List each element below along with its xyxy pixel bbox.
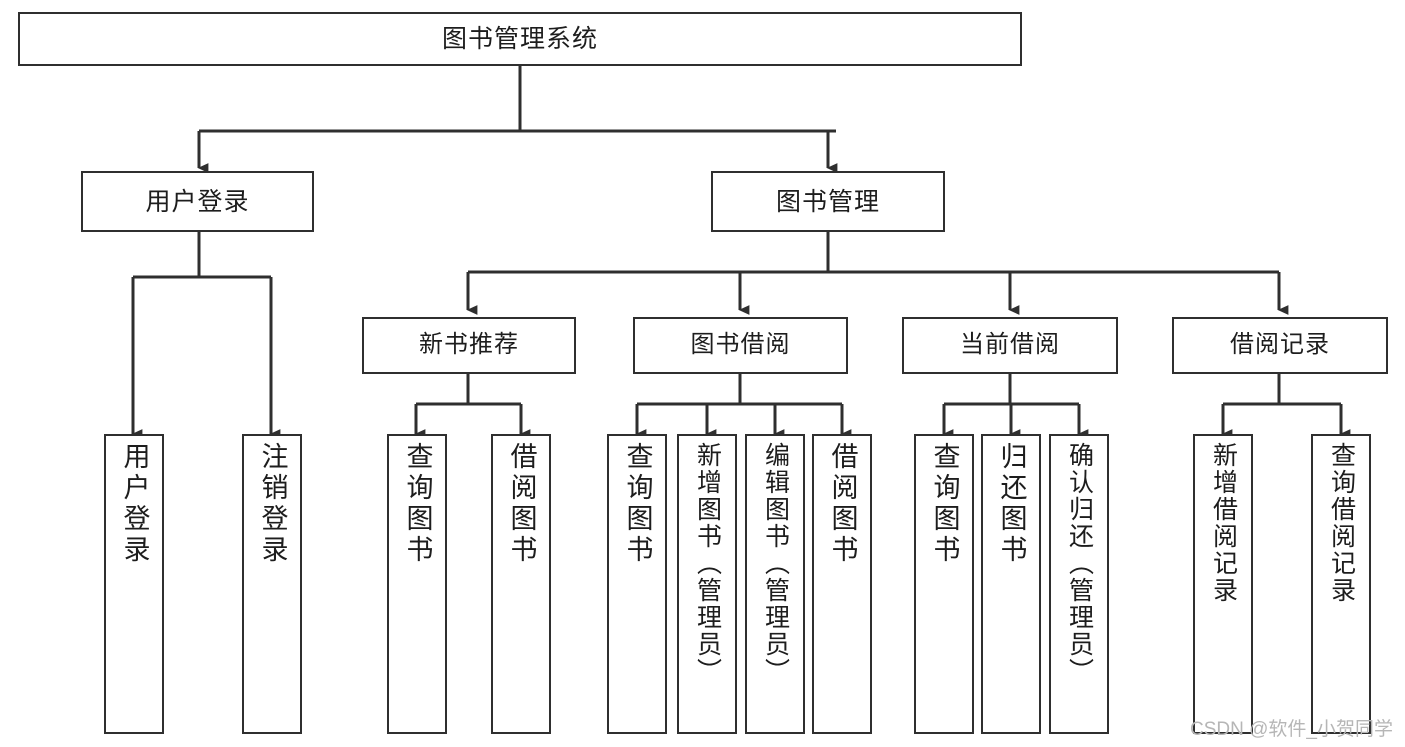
node-borrow-record[interactable]: 借阅记录 — [1172, 317, 1388, 374]
node-label: 归还图书 — [996, 442, 1027, 566]
node-label: 新增图书（管理员） — [693, 442, 722, 685]
leaf-current-borrow-confirm-return-admin[interactable]: 确认归还（管理员） — [1049, 434, 1109, 734]
node-book-borrow[interactable]: 图书借阅 — [633, 317, 848, 374]
leaf-borrow-record-add-record[interactable]: 新增借阅记录 — [1193, 434, 1253, 734]
leaf-user-login-logout[interactable]: 注销登录 — [242, 434, 302, 734]
node-label: 编辑图书（管理员） — [761, 442, 790, 685]
node-label: 借阅图书 — [506, 442, 537, 566]
leaf-book-borrow-edit-book-admin[interactable]: 编辑图书（管理员） — [745, 434, 805, 734]
node-root-system[interactable]: 图书管理系统 — [18, 12, 1022, 66]
node-label: 图书管理 — [775, 187, 880, 216]
leaf-new-book-query-book[interactable]: 查询图书 — [387, 434, 447, 734]
node-label: 新书推荐 — [419, 331, 519, 359]
csdn-watermark: CSDN @软件_小贺同学 — [1190, 719, 1393, 740]
node-label: 用户登录 — [119, 442, 150, 566]
node-user-login[interactable]: 用户登录 — [81, 171, 314, 232]
leaf-book-borrow-query-book[interactable]: 查询图书 — [607, 434, 667, 734]
node-label: 新增借阅记录 — [1209, 442, 1238, 604]
node-label: 借阅记录 — [1230, 331, 1330, 359]
node-book-management[interactable]: 图书管理 — [711, 171, 945, 232]
node-label: 用户登录 — [145, 187, 250, 216]
node-label: 查询借阅记录 — [1327, 442, 1356, 604]
leaf-book-borrow-borrow-book[interactable]: 借阅图书 — [812, 434, 872, 734]
node-label: 图书管理系统 — [441, 25, 598, 53]
node-label: 当前借阅 — [960, 331, 1060, 359]
node-label: 查询图书 — [402, 442, 433, 566]
node-label: 查询图书 — [622, 442, 653, 566]
leaf-book-borrow-add-book-admin[interactable]: 新增图书（管理员） — [677, 434, 737, 734]
node-label: 图书借阅 — [690, 331, 791, 359]
node-new-book-recommend[interactable]: 新书推荐 — [362, 317, 576, 374]
leaf-current-borrow-return-book[interactable]: 归还图书 — [981, 434, 1041, 734]
node-label: 确认归还（管理员） — [1065, 442, 1094, 685]
leaf-borrow-record-query-record[interactable]: 查询借阅记录 — [1311, 434, 1371, 734]
leaf-user-login-login[interactable]: 用户登录 — [104, 434, 164, 734]
node-label: 借阅图书 — [827, 442, 858, 566]
leaf-current-borrow-query-book[interactable]: 查询图书 — [914, 434, 974, 734]
leaf-new-book-borrow-book[interactable]: 借阅图书 — [491, 434, 551, 734]
node-label: 查询图书 — [929, 442, 960, 566]
node-current-borrow[interactable]: 当前借阅 — [902, 317, 1118, 374]
node-label: 注销登录 — [257, 442, 288, 566]
